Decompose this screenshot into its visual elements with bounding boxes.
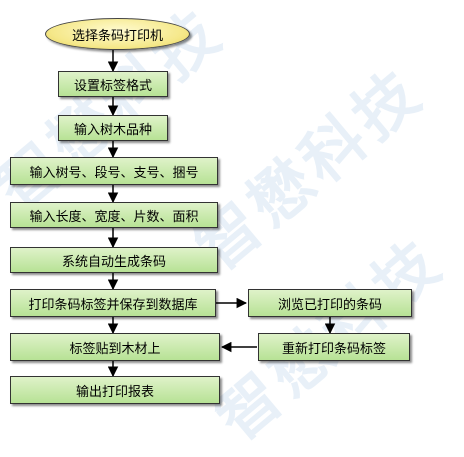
step-print-and-save: 打印条码标签并保存到数据库 [10,289,216,317]
side-reprint-label: 重新打印条码标签 [258,333,410,361]
start-node: 选择条码打印机 [45,18,190,50]
flow-connectors [107,49,336,378]
step-input-dimensions: 输入长度、宽度、片数、面积 [10,202,218,228]
step-auto-generate-barcode: 系统自动生成条码 [10,247,218,273]
step-set-label-format: 设置标签格式 [58,71,168,97]
step-input-wood-species: 输入树木品种 [58,115,168,141]
step-output-report: 输出打印报表 [10,376,220,404]
step-attach-label: 标签贴到木材上 [10,333,220,361]
step-input-tree-numbers: 输入树号、段号、支号、捆号 [10,157,218,185]
side-browse-printed: 浏览已打印的条码 [248,289,412,317]
